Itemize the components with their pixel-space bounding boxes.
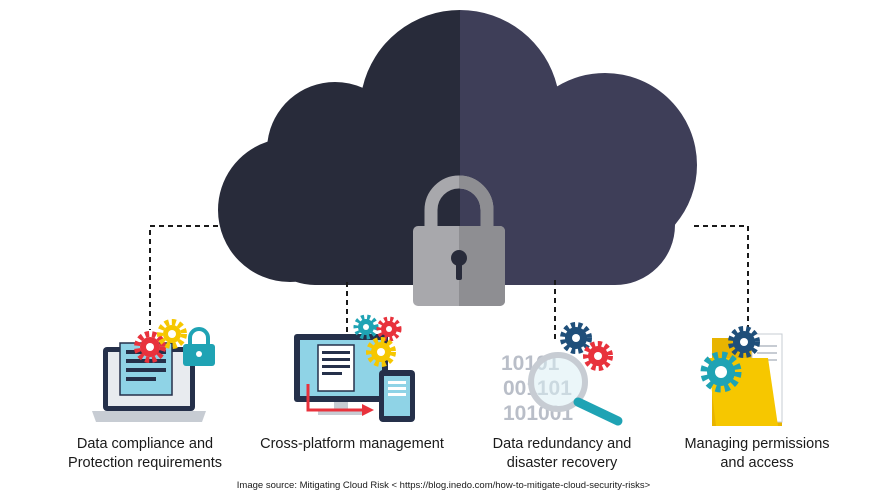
gear-icon [560, 322, 592, 354]
gear-icon [583, 341, 613, 371]
caption-compliance: Data compliance and Protection requireme… [40, 435, 250, 473]
lock-icon [183, 327, 215, 366]
compliance-icon [92, 319, 215, 422]
gear-icon [353, 314, 379, 340]
data-recovery-icon: 10101 001101 101001 [501, 322, 623, 426]
caption-line: and access [720, 455, 794, 471]
caption-line: Data compliance and [76, 436, 214, 452]
gear-icon [728, 326, 760, 358]
caption-line: disaster recovery [506, 455, 618, 471]
connector-lines [149, 225, 749, 340]
gear-icon [157, 319, 187, 349]
caption-line: Data redundancy and [492, 436, 632, 452]
caption-line: Protection requirements [68, 455, 222, 471]
caption-redundancy: Data redundancy and disaster recovery [457, 435, 667, 473]
magnifier-icon [528, 352, 623, 426]
gear-icon [134, 331, 166, 363]
cross-platform-icon [294, 314, 415, 422]
image-source-note: Image source: Mitigating Cloud Risk < ht… [236, 480, 651, 491]
permissions-icon [700, 326, 783, 426]
padlock-icon [413, 175, 505, 306]
gear-icon [376, 316, 402, 342]
caption-cross-platform: Cross-platform management [252, 435, 452, 454]
caption-line: Managing permissions [684, 436, 830, 452]
caption-permissions: Managing permissions and access [652, 435, 862, 473]
caption-line: Cross-platform management [260, 436, 444, 452]
gear-icon [700, 351, 742, 393]
gear-icon [366, 337, 396, 367]
